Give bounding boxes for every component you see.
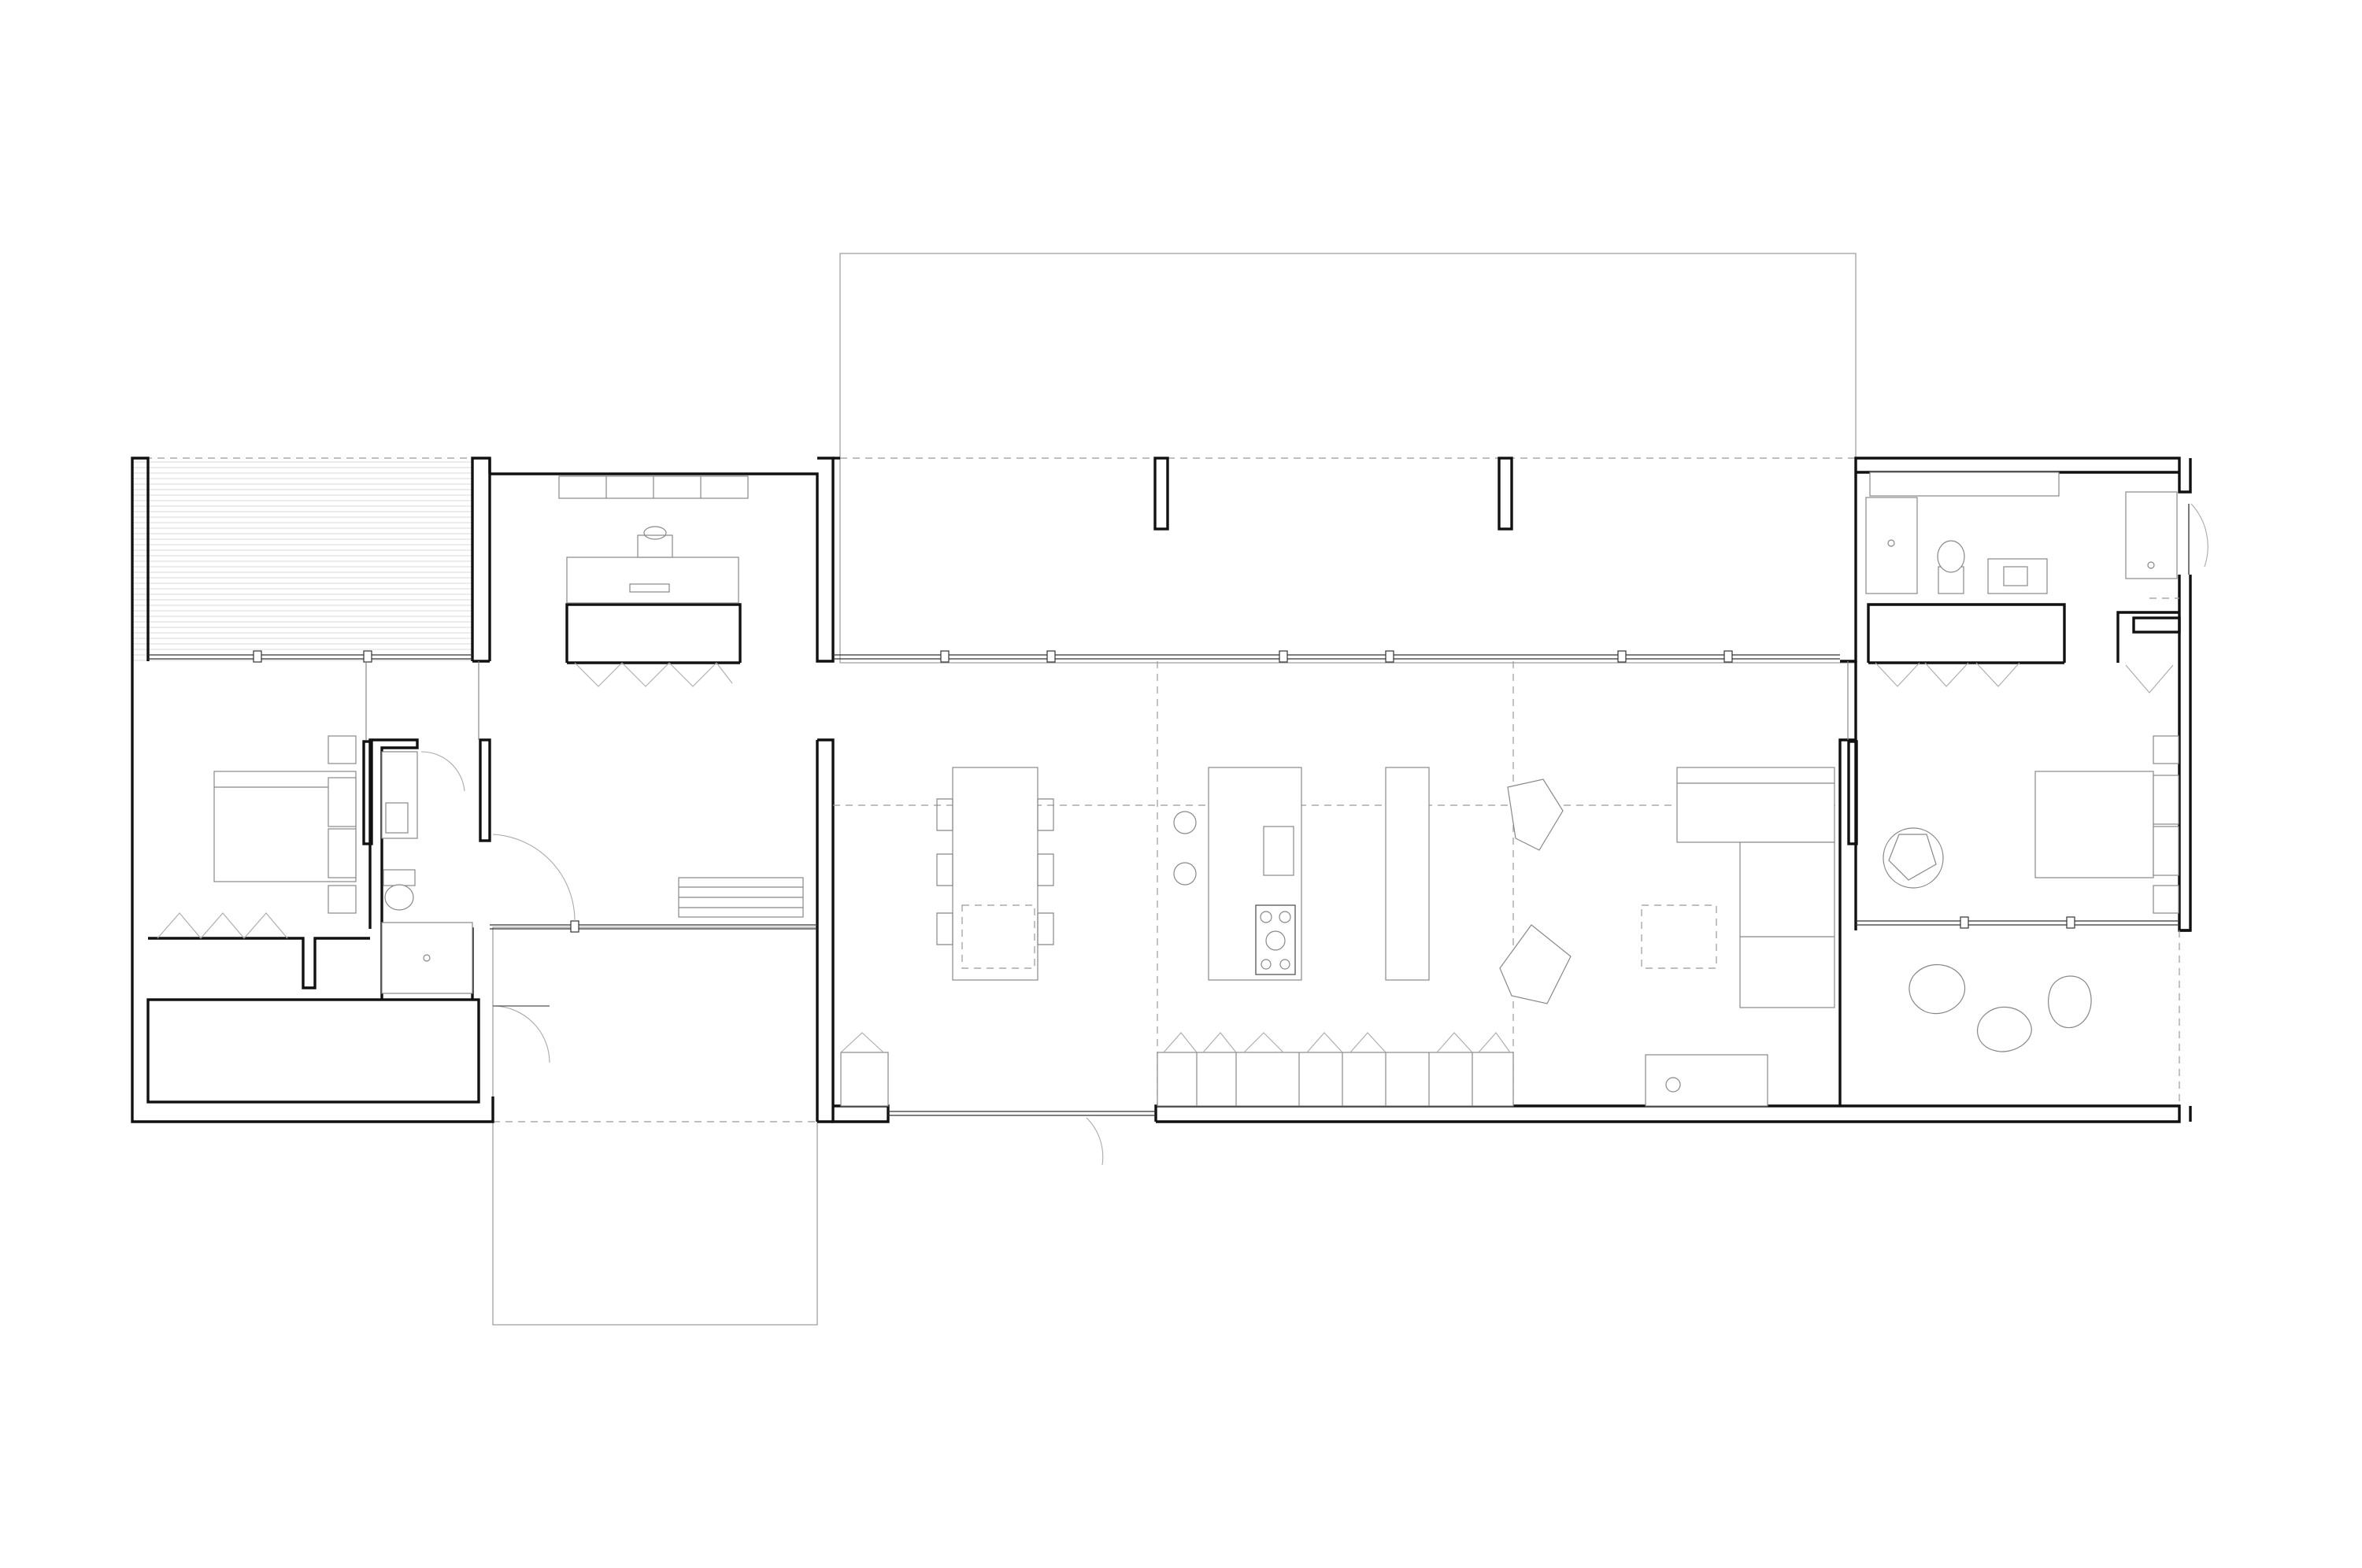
east-bathroom (1865, 472, 2208, 693)
west-bathroom (381, 751, 473, 994)
deck-north-west (132, 458, 472, 661)
desk (566, 557, 739, 604)
tub (2125, 491, 2178, 579)
shower-east (1865, 497, 1918, 594)
west-bedroom (157, 735, 357, 939)
office (492, 475, 804, 1063)
dining-table (952, 767, 1038, 981)
counter-bar (1385, 767, 1430, 981)
dining-area (936, 767, 1054, 981)
east-bedroom (1883, 735, 2179, 914)
media-console (1645, 1054, 1768, 1107)
window-glazing (148, 504, 2190, 1116)
shower (381, 922, 473, 994)
desk-chair (637, 534, 673, 558)
kitchen (840, 767, 1514, 1166)
deck-south-entry (492, 926, 818, 1326)
sofa-back (1676, 767, 1835, 843)
toilet (383, 869, 416, 886)
decking (132, 253, 1857, 1326)
garden (1908, 963, 2092, 1052)
cooktop (1255, 904, 1296, 975)
living-area (1499, 767, 1835, 1107)
sofa (1739, 841, 1835, 1008)
bed-east (2034, 771, 2154, 878)
